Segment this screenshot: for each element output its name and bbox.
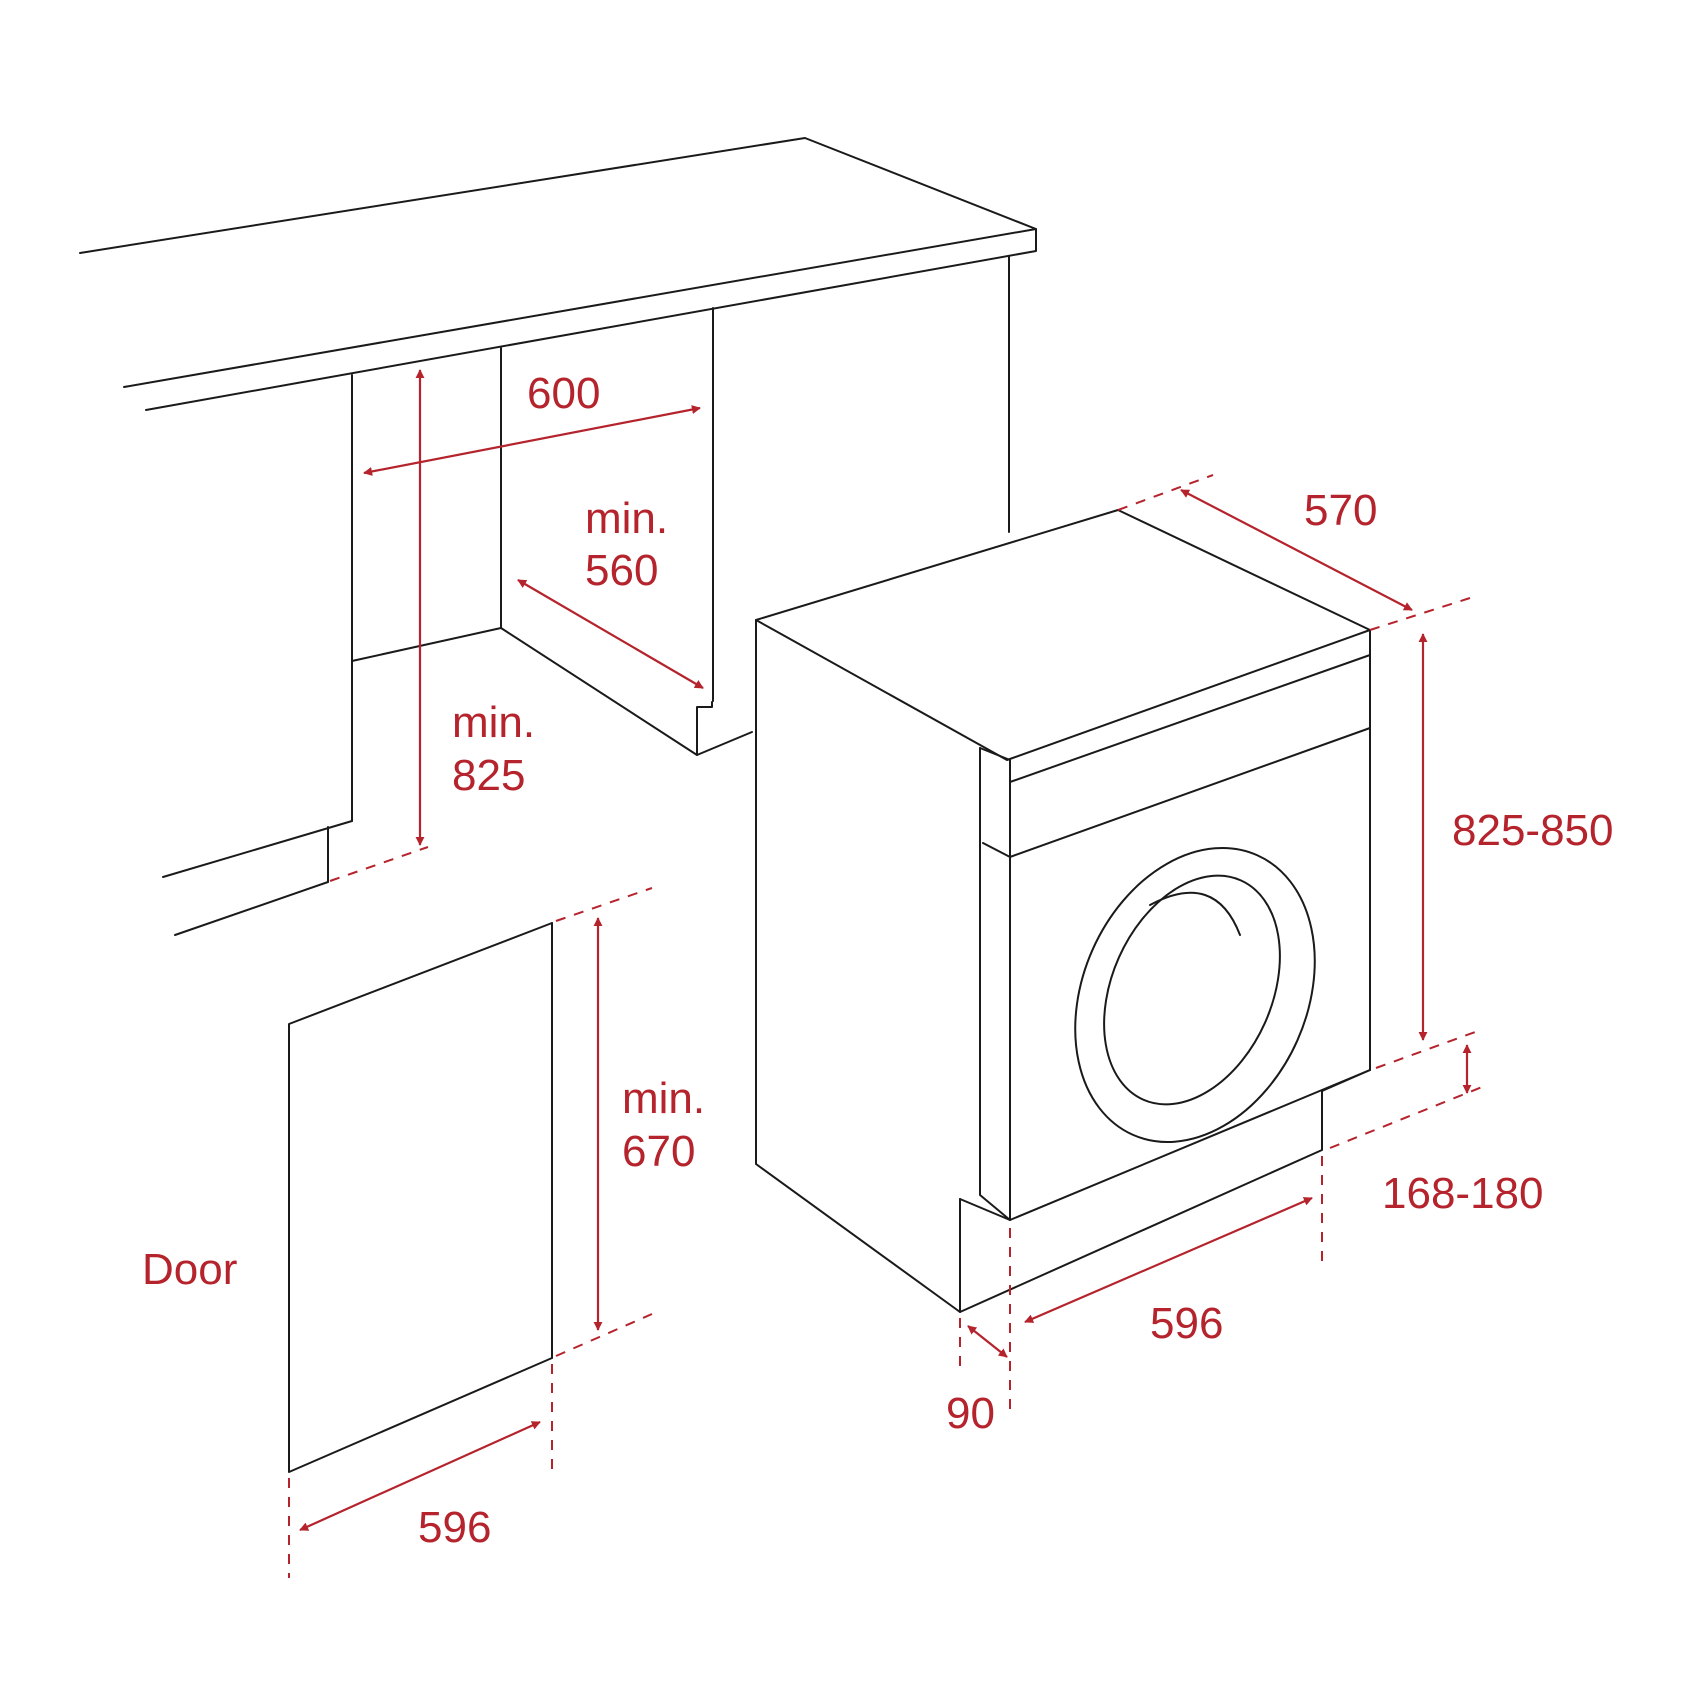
door-caption: Door <box>142 1245 237 1294</box>
machine-left-side <box>755 619 961 1313</box>
niche-height-extension <box>329 846 429 882</box>
door-panel-step <box>959 1198 1011 1221</box>
machine-top-face <box>755 509 1371 761</box>
left-plinth-top <box>162 820 353 878</box>
washing-machine <box>755 509 1371 1313</box>
niche-floor-left <box>351 627 713 756</box>
furniture-door <box>288 922 553 1473</box>
worktop-top-edge <box>79 137 1037 388</box>
door-width-arrow <box>299 1420 541 1532</box>
niche-height-label: 825 <box>452 751 525 800</box>
door-height-label: 670 <box>622 1127 695 1176</box>
door-height-extension-bottom <box>555 1313 653 1357</box>
machine-left-front-bevel <box>979 747 1011 1221</box>
plinth-extension-bottom <box>1329 1086 1483 1149</box>
niche-width-label: 600 <box>527 369 600 418</box>
machine-front-bottom <box>1009 1069 1371 1221</box>
worktop-front-face <box>145 228 1037 411</box>
niche-depth-arrow <box>517 579 704 689</box>
niche-depth-label: 560 <box>585 546 658 595</box>
appliance-depth-label: 570 <box>1304 486 1377 535</box>
appliance-height-label: 825-850 <box>1452 806 1613 855</box>
machine-bevel-top <box>979 747 1011 761</box>
appliance-depth-arrow <box>1180 489 1413 611</box>
door-height-extension-top <box>555 887 653 922</box>
door-width-label: 596 <box>418 1503 491 1552</box>
niche-depth-min-label: min. <box>585 494 668 543</box>
dimension-labels: 600 min. 560 min. 825 570 825-850 168-18… <box>142 369 1613 1552</box>
plinth-height-label: 168-180 <box>1382 1169 1543 1218</box>
niche-height-min-label: min. <box>452 698 535 747</box>
appliance-depth-extension-back <box>1117 474 1214 511</box>
door-offset-label: 90 <box>946 1389 995 1438</box>
appliance-width-arrow <box>1024 1196 1313 1324</box>
niche-floor-right <box>696 731 753 756</box>
kitchen-cabinet <box>79 137 1037 936</box>
porthole-inner-rim <box>1149 891 1241 936</box>
dimensions <box>288 369 1483 1578</box>
door-height-min-label: min. <box>622 1074 705 1123</box>
door-offset-arrow <box>967 1325 1008 1358</box>
appliance-depth-extension-front <box>1369 597 1471 631</box>
plinth-extension-top <box>1375 1030 1479 1069</box>
appliance-width-label: 596 <box>1150 1299 1223 1348</box>
machine-right-base <box>959 1069 1371 1313</box>
porthole-outer-ring <box>1074 846 1316 1144</box>
left-plinth-bottom <box>174 881 329 936</box>
door-panel-front <box>288 922 553 1473</box>
porthole-glass <box>1103 874 1281 1106</box>
machine-top-front-lower <box>1009 654 1371 783</box>
